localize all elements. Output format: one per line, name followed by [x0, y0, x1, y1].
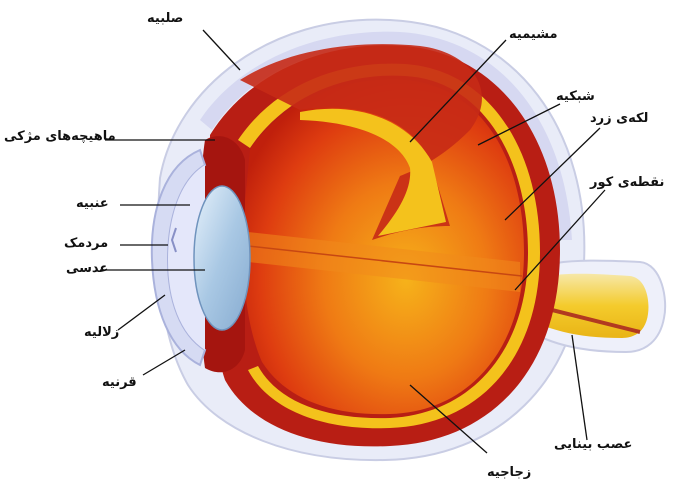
label-lens: عدسی [66, 262, 108, 275]
label-aqueous-humor: زلالیه [84, 326, 119, 339]
label-blind-spot: نقطه‌ی کور [590, 176, 664, 189]
label-ciliary-muscles: ماهیچه‌های مژکی [4, 130, 116, 143]
label-iris: عنبیه [76, 197, 109, 210]
label-choroid: مشیمیه [509, 28, 558, 41]
label-macula: لکه‌ی زرد [590, 112, 648, 125]
label-vitreous-humor: زجاجیه [487, 466, 531, 479]
label-optic-nerve: عصب بینایی [554, 438, 632, 451]
label-cornea: قرنیه [102, 376, 137, 389]
label-pupil: مردمک [64, 237, 108, 250]
label-retina: شبکیه [556, 90, 595, 103]
label-sclera: صلبیه [147, 12, 183, 25]
lens [194, 186, 250, 330]
